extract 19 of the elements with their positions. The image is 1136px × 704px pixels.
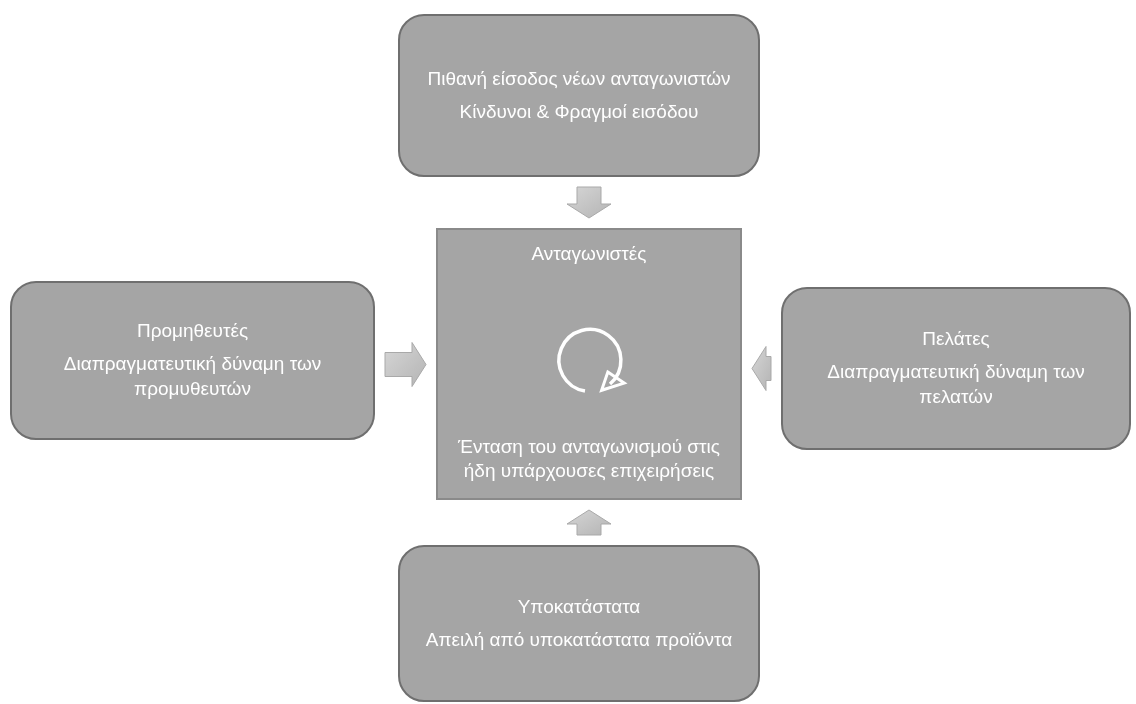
box-heading: Ανταγωνιστές: [531, 242, 647, 266]
force-box: [398, 14, 760, 177]
box-heading: Πιθανή είσοδος νέων ανταγωνιστών: [427, 66, 731, 91]
block-arrow: [566, 509, 612, 536]
box-text: Διαπραγματευτική δύναμη των προμυθευτών: [62, 352, 323, 401]
box-text: Απειλή από υποκατάστατα προϊόντα: [425, 627, 733, 652]
force-box: [781, 287, 1131, 450]
box-text: Ένταση του ανταγωνισμού στις ήδη υπάρχουσες επιχειρήσεις: [457, 434, 721, 484]
block-arrow: [384, 342, 427, 387]
box-heading: Υποκατάστατα: [517, 594, 641, 619]
box-text: Κίνδυνοι & Φραγμοί εισόδου: [459, 99, 699, 124]
box-text: Διαπραγματευτική δύναμη των πελατών: [826, 360, 1086, 409]
block-arrow: [566, 186, 612, 219]
block-arrow: [751, 346, 772, 391]
box-heading: Πελάτες: [922, 327, 990, 352]
box-heading: Προμηθευτές: [136, 319, 249, 344]
force-box: [10, 281, 375, 440]
center-box: [436, 228, 742, 500]
force-box: [398, 545, 760, 702]
